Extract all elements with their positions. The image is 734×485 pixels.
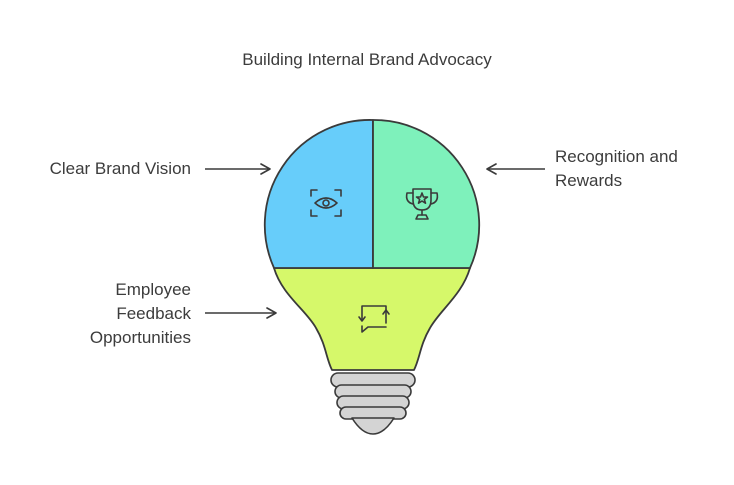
bulb-base [330, 372, 416, 435]
eye-icon [310, 189, 342, 217]
label-line: Feedback [116, 304, 191, 323]
label-clear-brand-vision: Clear Brand Vision [50, 157, 191, 181]
label-recognition-and-rewards: Recognition and Rewards [555, 145, 678, 193]
label-line: Opportunities [89, 328, 191, 347]
label-line: Recognition and [555, 147, 678, 166]
diagram-title: Building Internal Brand Advocacy [242, 50, 492, 69]
segment-recognition-and-rewards [372, 119, 481, 269]
segment-employee-feedback [273, 267, 471, 371]
label-line: Clear Brand Vision [49, 159, 191, 178]
chat-refresh-icon [358, 305, 390, 333]
base-tip [351, 417, 395, 435]
trophy-icon [405, 188, 439, 220]
label-line: Employee [115, 280, 191, 299]
label-line: Rewards [555, 171, 623, 190]
label-employee-feedback-opportunities: Employee Feedback Opportunities [90, 278, 191, 350]
segment-clear-brand-vision [263, 119, 374, 269]
